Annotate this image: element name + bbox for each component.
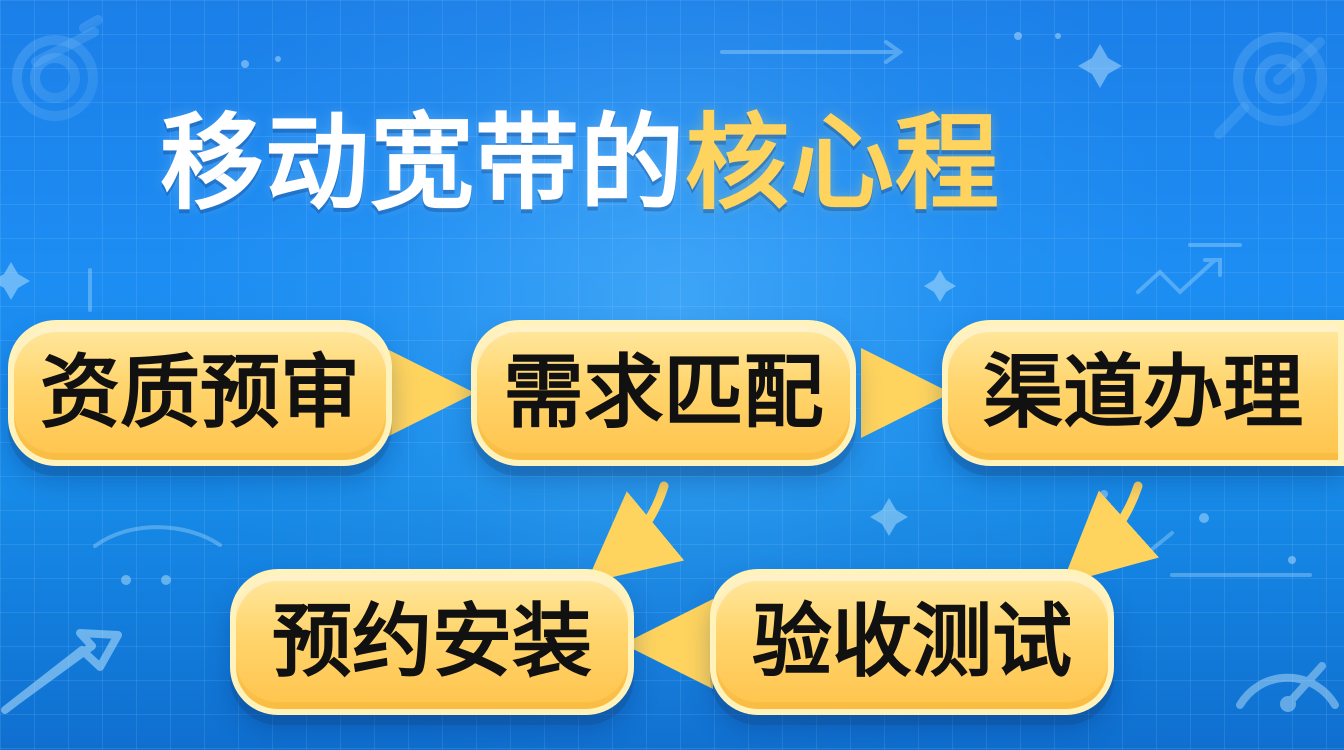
title-main-text: 移动宽带的 [160, 102, 686, 224]
step-needs-matching: 需求匹配 [471, 320, 856, 466]
step-appointment-installation: 预约安装 [230, 569, 634, 715]
step-label: 资质预审 [40, 346, 360, 439]
page-title: 移动宽带的 核心程 [160, 98, 1000, 228]
step-label: 验收测试 [752, 595, 1072, 688]
step-acceptance-testing: 验收测试 [710, 569, 1114, 715]
step-qualification-precheck: 资质预审 [8, 320, 392, 466]
step-label: 渠道办理 [983, 346, 1303, 439]
step-label: 预约安装 [272, 595, 592, 688]
step-label: 需求匹配 [503, 346, 824, 439]
title-accent-text: 核心程 [685, 102, 1001, 224]
step-channel-processing: 渠道办理 [942, 320, 1344, 466]
